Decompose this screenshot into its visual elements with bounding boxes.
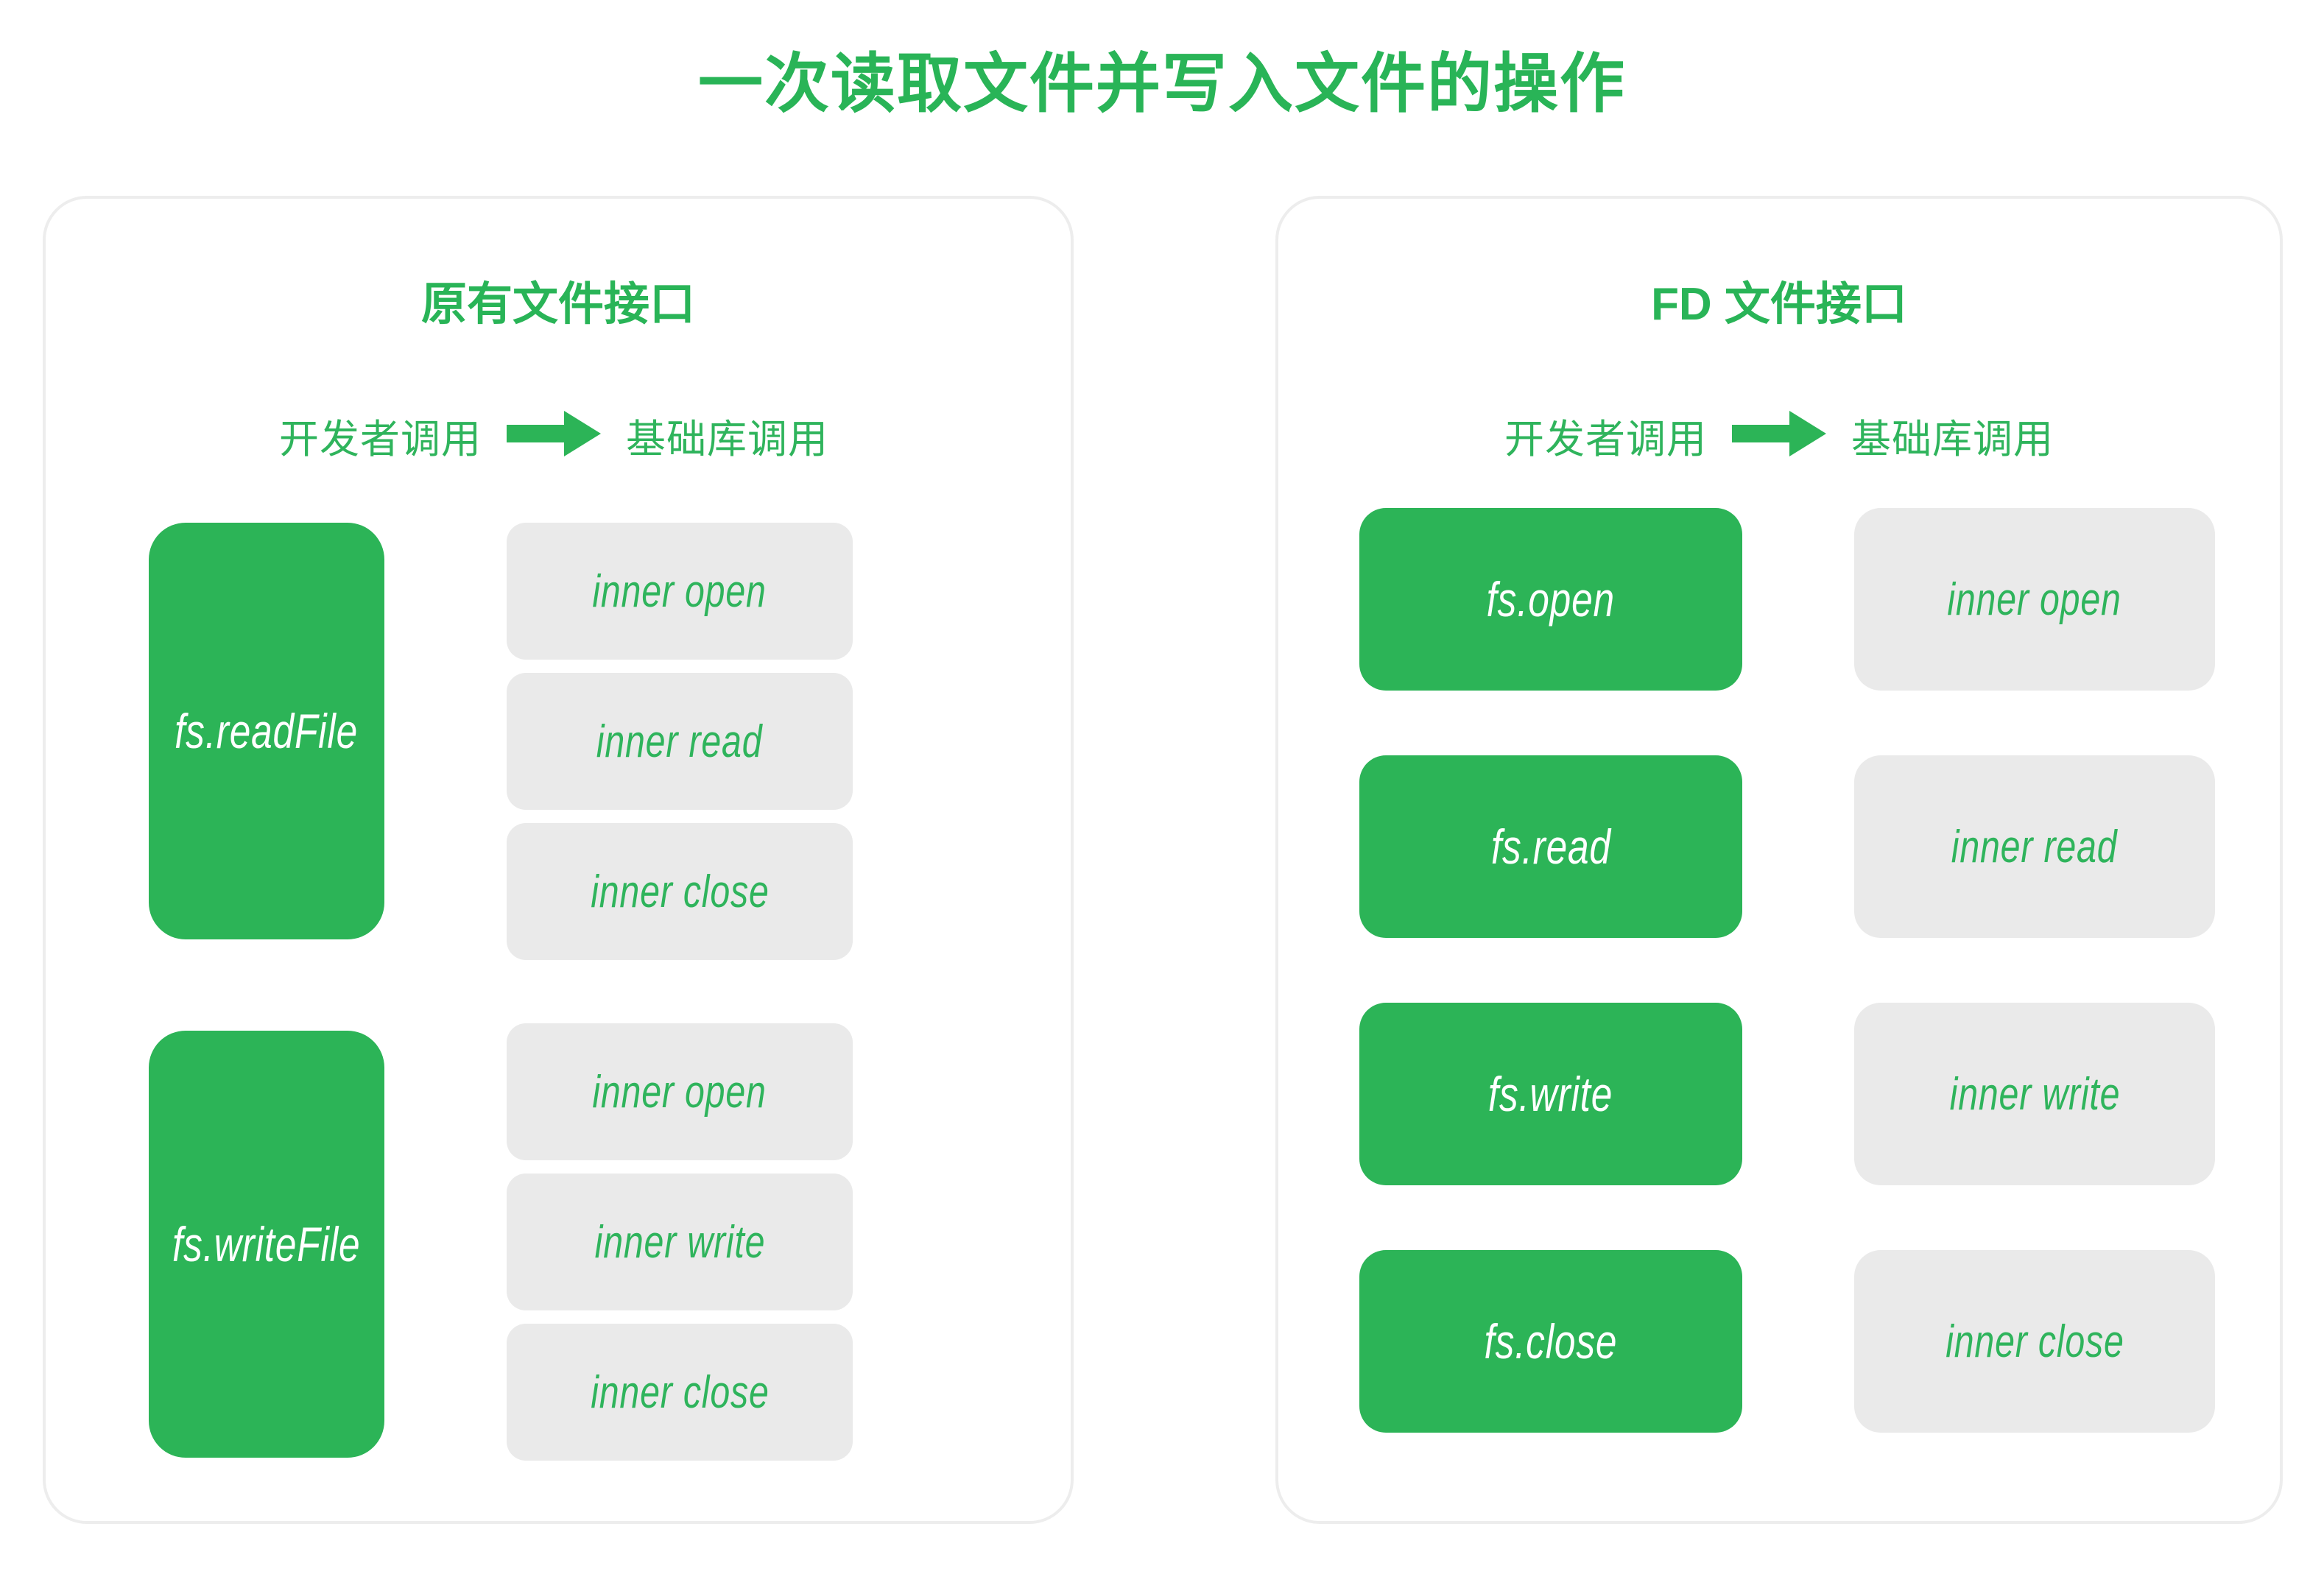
inner-card-label: inner write <box>1949 1068 2120 1120</box>
legend-developer-call-label: 开发者调用 <box>279 417 482 462</box>
api-card-fs-read[interactable]: fs.read <box>1359 755 1742 938</box>
inner-card-open-write: inner open <box>507 1023 853 1160</box>
inner-card-close-read: inner close <box>507 823 853 960</box>
inner-card-close: inner close <box>1854 1250 2215 1433</box>
inner-card-label: inner open <box>592 565 767 617</box>
panel-legacy-file-interface: 原有文件接口 开发者调用 基础库调用 fs.readFile inner ope… <box>43 196 1074 1524</box>
page-title: 一次读取文件并写入文件的操作 <box>697 47 1626 120</box>
inner-card-label: inner close <box>590 866 770 917</box>
inner-card-label: inner read <box>1951 821 2118 872</box>
legend-library-call-label: 基础库调用 <box>1851 417 2054 462</box>
inner-card-open: inner open <box>1854 508 2215 691</box>
inner-card-label: inner close <box>590 1366 770 1418</box>
api-card-label: fs.readFile <box>175 704 359 758</box>
api-card-label: fs.close <box>1484 1314 1618 1369</box>
inner-card-label: inner close <box>1945 1316 2124 1367</box>
legend-developer-call-label: 开发者调用 <box>1504 417 1707 462</box>
api-card-fs-writefile[interactable]: fs.writeFile <box>149 1031 384 1458</box>
legend-legacy: 开发者调用 基础库调用 <box>134 406 973 465</box>
legend-fd: 开发者调用 基础库调用 <box>1352 406 2206 465</box>
inner-card-label: inner open <box>1947 574 2122 625</box>
panel-title-legacy: 原有文件接口 <box>420 279 695 330</box>
arrow-right-icon <box>507 411 601 460</box>
api-card-label: fs.write <box>1488 1067 1613 1121</box>
inner-card-open-read: inner open <box>507 523 853 660</box>
inner-card-read: inner read <box>507 673 853 810</box>
api-card-label: fs.open <box>1486 572 1616 627</box>
inner-card-label: inner write <box>594 1216 765 1268</box>
inner-card-label: inner open <box>592 1066 767 1118</box>
inner-card-read: inner read <box>1854 755 2215 938</box>
inner-card-write: inner write <box>1854 1003 2215 1185</box>
api-card-fs-readfile[interactable]: fs.readFile <box>149 523 384 939</box>
api-card-label: fs.read <box>1490 819 1611 874</box>
api-card-fs-open[interactable]: fs.open <box>1359 508 1742 691</box>
arrow-right-icon <box>1732 411 1826 460</box>
api-card-fs-write[interactable]: fs.write <box>1359 1003 1742 1185</box>
panel-title-fd: FD 文件接口 <box>1651 279 1907 330</box>
inner-card-label: inner read <box>596 716 763 767</box>
panel-fd-file-interface: FD 文件接口 开发者调用 基础库调用 fs.open inner open f… <box>1275 196 2283 1524</box>
legend-library-call-label: 基础库调用 <box>626 417 828 462</box>
api-card-fs-close[interactable]: fs.close <box>1359 1250 1742 1433</box>
api-card-label: fs.writeFile <box>172 1217 361 1271</box>
inner-card-write: inner write <box>507 1174 853 1310</box>
inner-card-close-write: inner close <box>507 1324 853 1461</box>
